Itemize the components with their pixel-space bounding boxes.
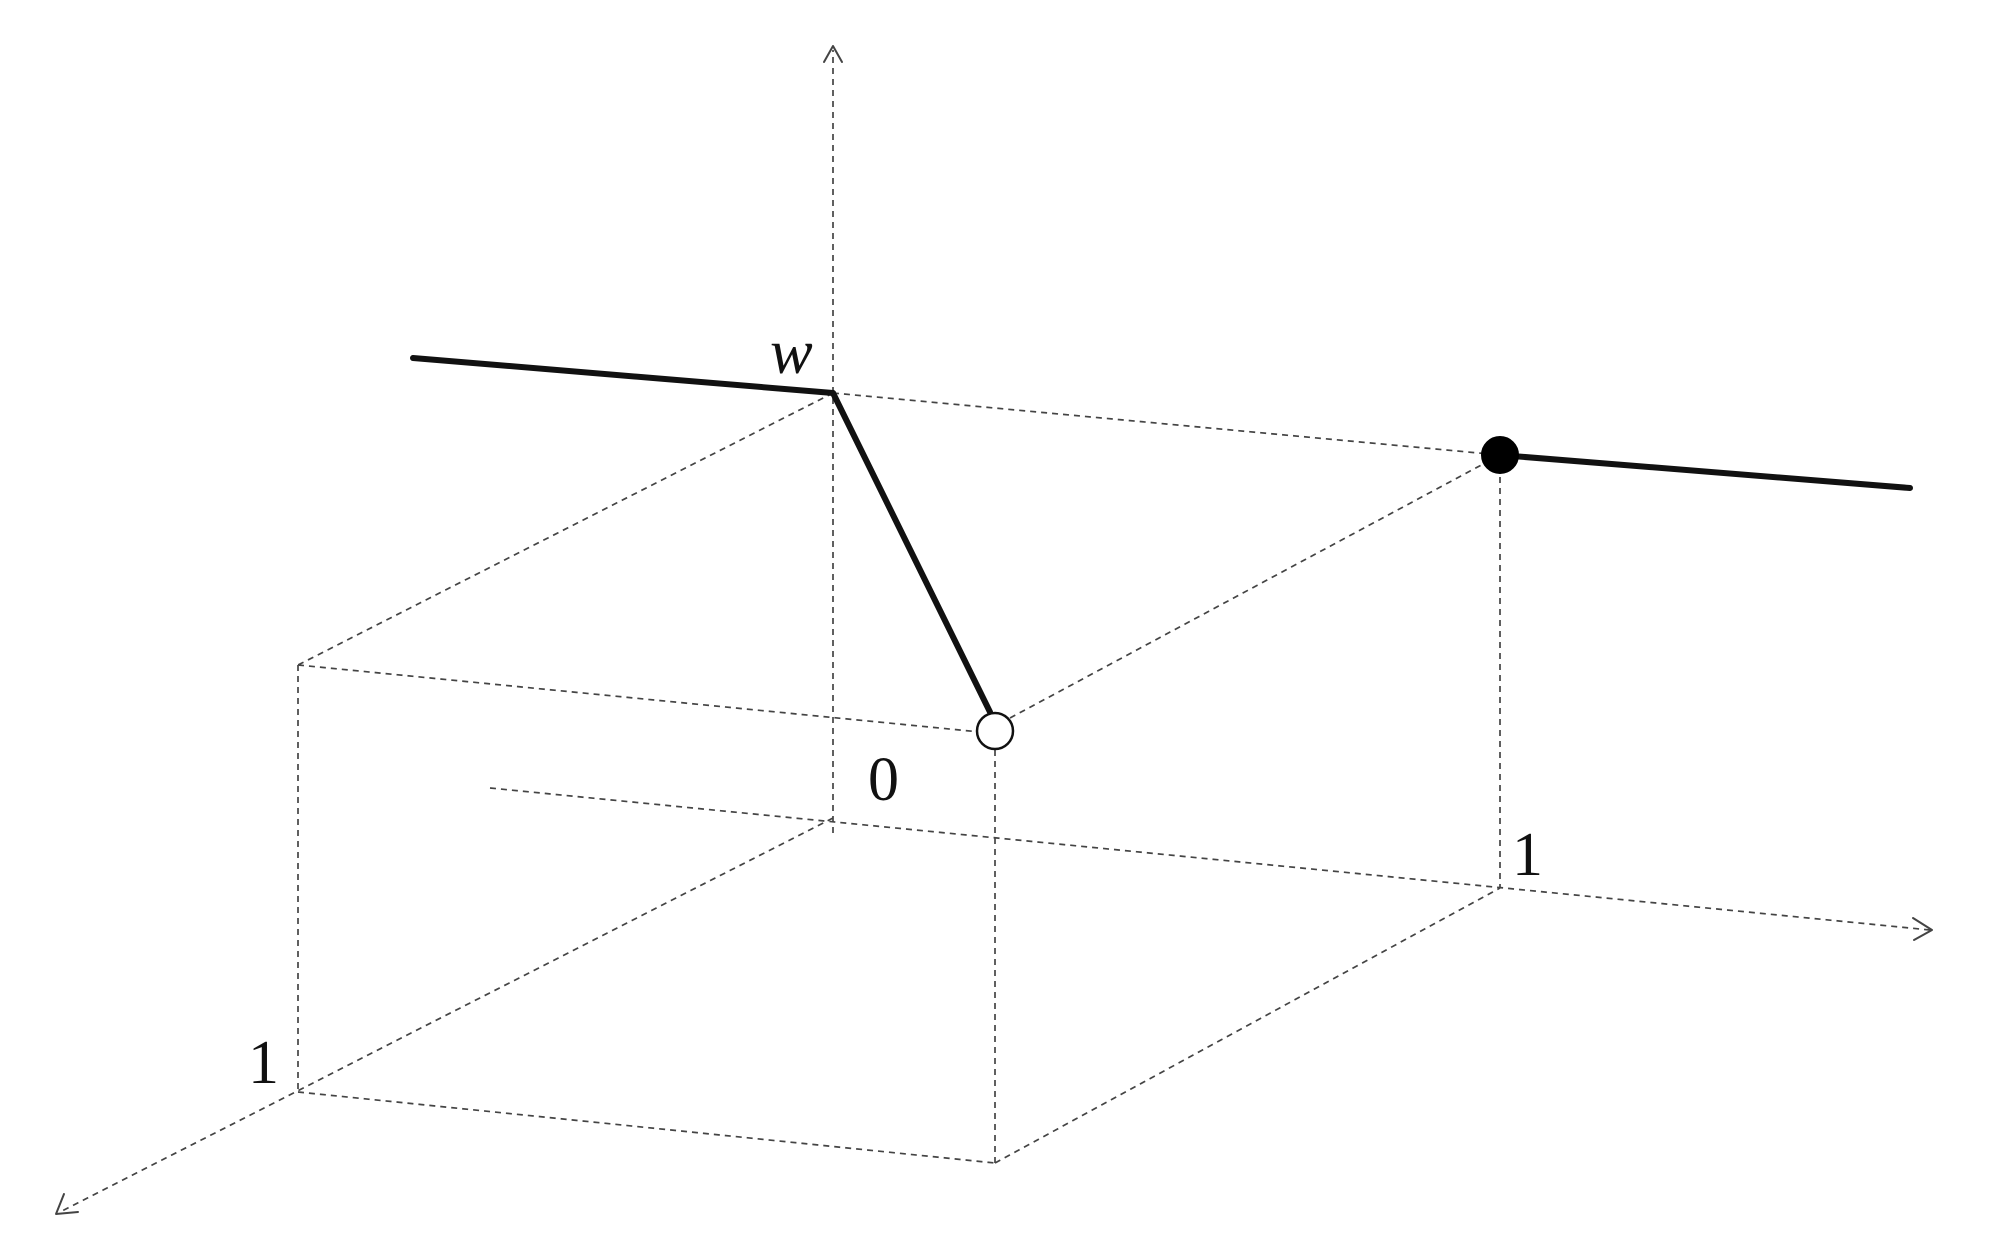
guide-base-right bbox=[994, 887, 1501, 1164]
guide-left-top-to-open-point bbox=[297, 664, 981, 733]
vertical-axis-arrowhead bbox=[823, 45, 843, 63]
filled-point bbox=[1481, 436, 1519, 474]
function-drop-segment bbox=[830, 390, 993, 715]
horizontal-axis bbox=[489, 787, 1931, 931]
label-x-one: 1 bbox=[1512, 821, 1543, 889]
depth-axis-arrowhead bbox=[55, 1193, 79, 1215]
label-w: w bbox=[770, 316, 813, 387]
open-point bbox=[975, 711, 1015, 751]
function-right-segment bbox=[1497, 452, 1913, 491]
guide-w-to-filled-point bbox=[832, 392, 1501, 456]
function-left-segment bbox=[410, 355, 836, 396]
label-origin: 0 bbox=[868, 746, 899, 814]
guide-base-front bbox=[297, 1091, 996, 1164]
horizontal-axis-arrowhead bbox=[1912, 917, 1933, 941]
depth-axis bbox=[59, 817, 834, 1213]
guide-w-to-left-top bbox=[297, 392, 834, 666]
guide-open-point-to-filled-point bbox=[1009, 454, 1501, 719]
label-z-one: 1 bbox=[248, 1029, 279, 1097]
